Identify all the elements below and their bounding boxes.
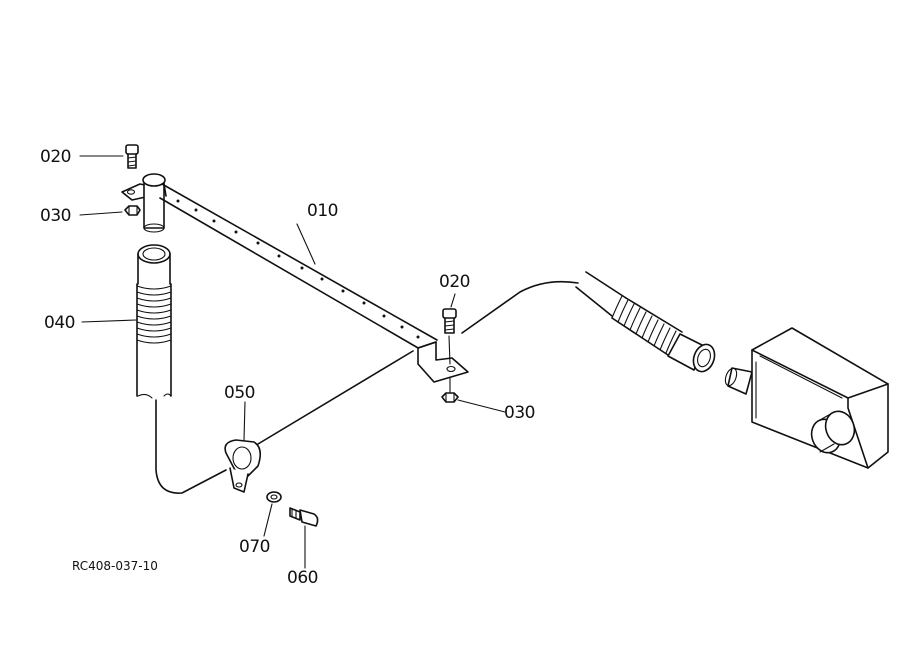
label-010: 010 (307, 201, 338, 221)
reference-code: RC408-037-10 (72, 559, 158, 573)
end-bracket (417, 341, 469, 383)
connector-plug (724, 367, 753, 395)
label-060: 060 (287, 568, 318, 588)
label-020-mid: 020 (439, 272, 470, 292)
tube-fitting-top (142, 173, 166, 233)
label-030-mid: 030 (504, 403, 535, 423)
box-assembly (751, 327, 889, 469)
label-070: 070 (239, 537, 270, 557)
perforated-tube-010 (159, 183, 438, 353)
label-020-top: 020 (40, 147, 71, 167)
bolt-060 (289, 507, 319, 527)
right-hose (575, 271, 716, 373)
bolt-020-mid (442, 308, 457, 365)
leader-lines (79, 155, 506, 569)
corrugated-hose-040 (136, 244, 172, 399)
label-040: 040 (44, 313, 75, 333)
nut-030-mid (441, 377, 459, 403)
label-050: 050 (224, 383, 255, 403)
nut-030-top (124, 205, 141, 216)
cable-path (155, 280, 579, 494)
clamp-050 (224, 439, 262, 493)
washer-070 (266, 491, 282, 503)
label-030-top: 030 (40, 206, 71, 226)
bolt-020-top (125, 144, 139, 169)
